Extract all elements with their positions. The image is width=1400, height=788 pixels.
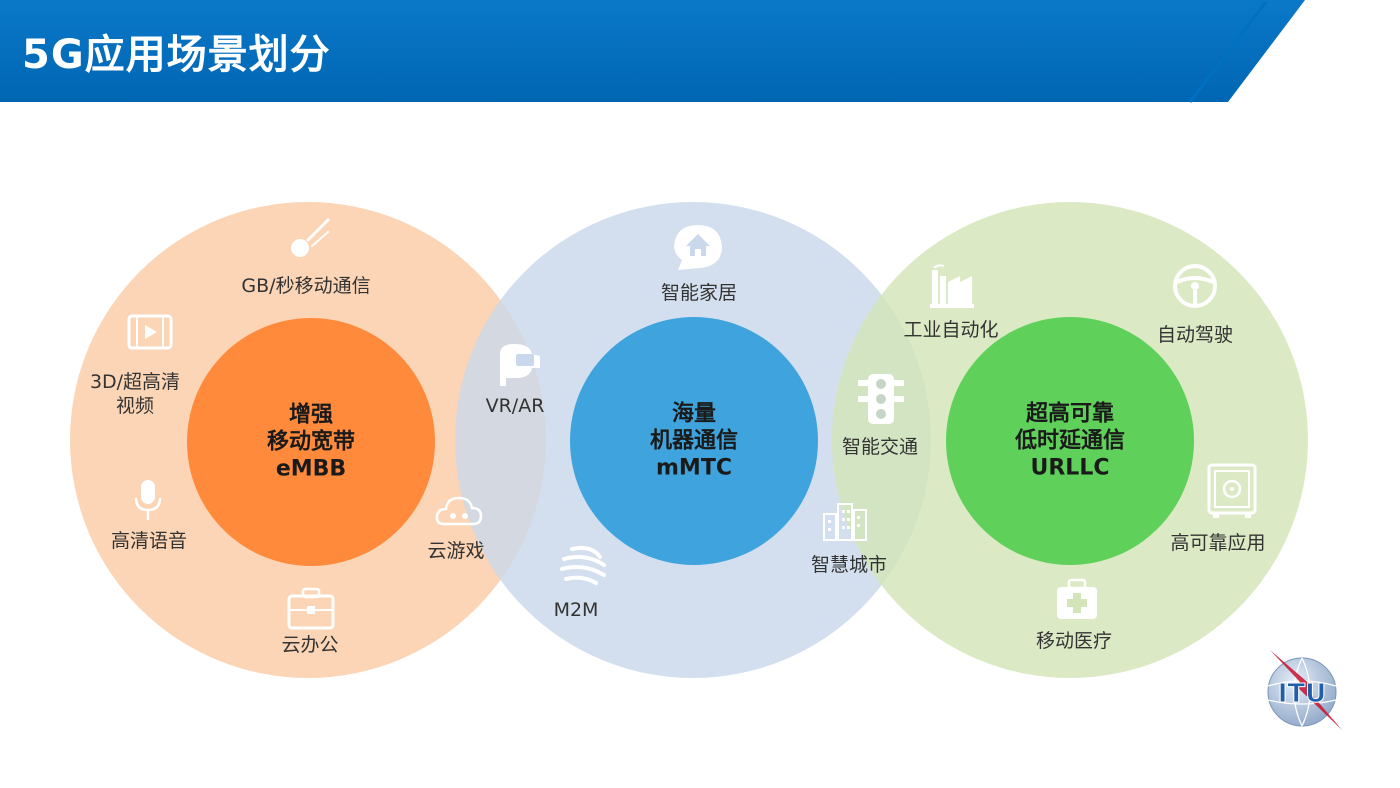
embb-line2: 移动宽带 <box>266 429 356 455</box>
steering-wheel-icon <box>1173 264 1217 308</box>
label-industrial-automation: 工业自动化 <box>903 319 999 341</box>
mmtc-line2: 机器通信 <box>649 428 739 454</box>
briefcase-icon <box>287 587 335 630</box>
itu-logo-text: ITU <box>1278 679 1327 709</box>
medical-kit-icon <box>1057 578 1097 619</box>
traffic-light-icon <box>858 374 904 424</box>
urllc-line1: 超高可靠 <box>1025 401 1115 427</box>
m2m-globe-icon <box>560 546 606 585</box>
itu-logo: ITU <box>1267 650 1342 730</box>
label-vr-ar: VR/AR <box>485 395 545 417</box>
label-cloud-office: 云办公 <box>281 634 339 656</box>
embb-inner-circle <box>187 318 435 566</box>
header-banner-shape <box>0 0 1305 103</box>
factory-icon <box>930 264 974 308</box>
label-gb-communication: GB/秒移动通信 <box>241 275 371 297</box>
mmtc-center-label: 海量 机器通信 mMTC <box>650 401 738 482</box>
label-hd-voice: 高清语音 <box>110 530 188 552</box>
microphone-icon <box>134 480 162 520</box>
label-uhd-video-line2: 视频 <box>115 395 155 417</box>
vr-headset-icon <box>500 344 540 386</box>
label-smart-home: 智能家居 <box>660 282 738 304</box>
label-smart-city: 智慧城市 <box>810 554 888 576</box>
mmtc-line1: 海量 <box>671 401 717 427</box>
embb-center-label: 增强 移动宽带 eMBB <box>267 402 355 483</box>
label-smart-traffic: 智能交通 <box>841 436 919 458</box>
label-auto-driving: 自动驾驶 <box>1156 324 1234 346</box>
embb-line3: eMBB <box>275 456 347 482</box>
label-cloud-gaming: 云游戏 <box>427 540 485 562</box>
cloud-gaming-icon <box>435 496 483 526</box>
urllc-line2: 低时延通信 <box>1014 428 1126 454</box>
label-m2m: M2M <box>553 599 599 621</box>
label-mobile-medical: 移动医疗 <box>1035 630 1113 652</box>
mmtc-line3: mMTC <box>656 455 732 481</box>
safe-icon <box>1207 463 1257 518</box>
city-buildings-icon <box>823 503 867 541</box>
meteor-icon <box>291 218 330 257</box>
label-uhd-video-line1: 3D/超高清 <box>89 371 181 393</box>
video-film-icon <box>127 314 173 350</box>
label-reliable-apps: 高可靠应用 <box>1170 532 1266 554</box>
page-title: 5G应用场景划分 <box>22 32 331 78</box>
urllc-inner-circle <box>946 317 1194 565</box>
mmtc-inner-circle <box>570 317 818 565</box>
smart-home-icon <box>674 225 722 270</box>
header-bar: 5G应用场景划分 <box>0 0 1400 108</box>
urllc-center-label: 超高可靠 低时延通信 URLLC <box>1015 401 1125 482</box>
urllc-line3: URLLC <box>1030 455 1110 481</box>
embb-line1: 增强 <box>288 402 334 428</box>
